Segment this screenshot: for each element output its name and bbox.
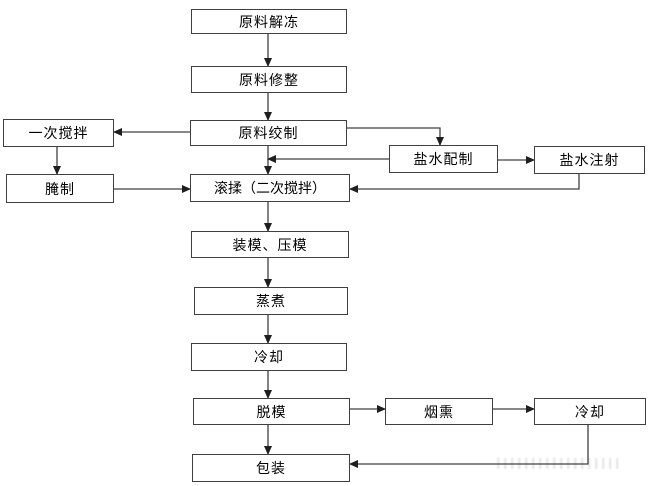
- node-thaw: 原料解冻: [191, 9, 347, 34]
- node-brine-inject: 盐水注射: [534, 146, 645, 174]
- edge-grind-brine-prep: [347, 127, 444, 146]
- node-mold-press: 装模、压模: [191, 231, 349, 258]
- node-first-stir: 一次搅拌: [3, 119, 114, 147]
- node-grind: 原料绞制: [190, 120, 347, 146]
- node-marinate: 腌制: [6, 174, 114, 203]
- node-cool-1: 冷却: [191, 343, 347, 371]
- node-cool-2: 冷却: [534, 398, 646, 425]
- node-smoke: 烟熏: [385, 398, 493, 425]
- node-tumble: 滚揉（二次搅拌）: [190, 174, 350, 202]
- edge-cool2-pack: [349, 425, 589, 468]
- node-brine-prep: 盐水配制: [389, 145, 498, 173]
- node-pack: 包装: [192, 454, 350, 482]
- node-trim: 原料修整: [191, 66, 347, 93]
- edge-brine-inject-tumble: [349, 174, 580, 193]
- node-demold: 脱模: [193, 398, 350, 425]
- node-steam: 蒸煮: [194, 287, 348, 315]
